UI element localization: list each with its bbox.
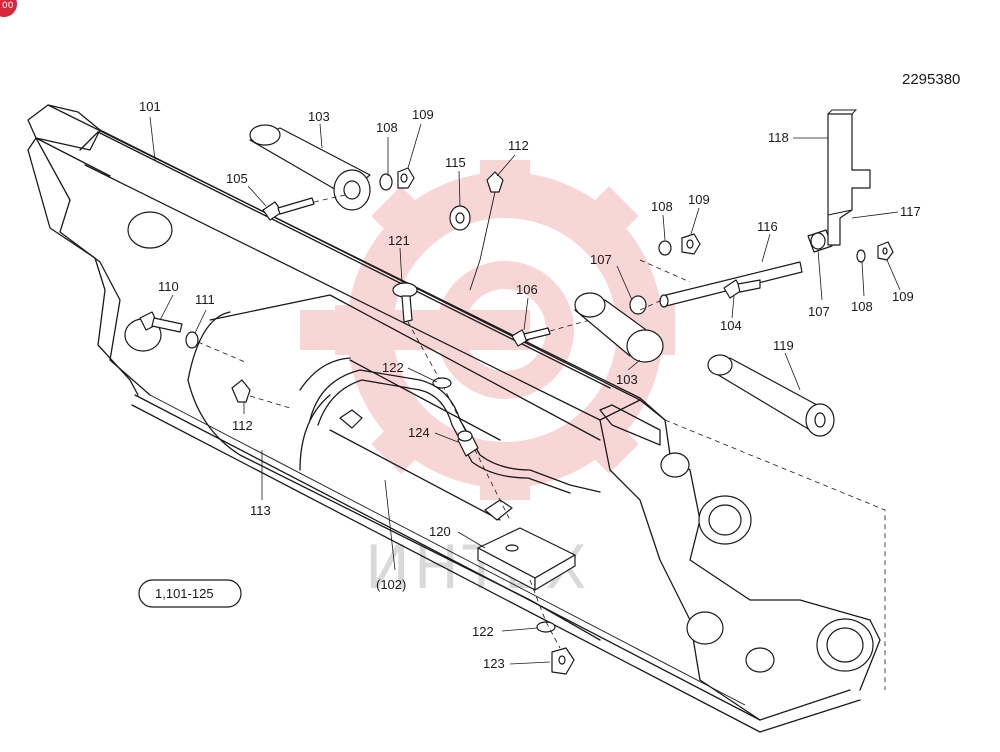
callout-119: 119 [773,338,794,353]
cylinder-119 [707,354,835,437]
callout-124: 124 [408,425,430,440]
spacer-124 [457,430,479,457]
callout-122-bottom: 122 [472,624,494,639]
boom-body [27,104,881,733]
callout-111: 111 [195,292,215,307]
callout-112-upper: 112 [508,138,529,153]
reference-oval-text: 1,101-125 [155,586,214,601]
corner-badge-text: 00 [2,1,14,11]
nut-123 [551,647,575,675]
bolt-106 [511,319,591,347]
screw-121 [392,282,511,521]
callout-103-upper: 103 [308,109,330,124]
nut-109-upper [397,167,415,189]
callout-112-lower: 112 [232,418,253,433]
callout-101: 101 [139,99,161,114]
grease-nipple-112-lower [231,379,291,409]
callout-102: (102) [376,577,406,592]
callout-106: 106 [516,282,538,297]
washer-111 [185,331,199,349]
callout-105: 105 [226,171,248,186]
callout-110: 110 [158,279,179,294]
callout-107-left: 107 [590,252,612,267]
nut-109-mid [681,233,701,255]
callout-121: 121 [388,233,410,248]
callout-116: 116 [757,219,778,234]
screw-104 [723,279,761,299]
callout-109-right: 109 [892,289,914,304]
callout-113: 113 [250,503,271,518]
callout-108-right: 108 [851,299,873,314]
callout-115: 115 [445,155,466,170]
callout-120: 120 [429,524,451,539]
bolt-110 [139,311,183,333]
callout-108-upper: 108 [376,120,398,135]
callout-108-mid: 108 [651,199,673,214]
washer-108-upper [379,173,393,191]
callout-122-mid: 122 [382,360,404,375]
pin-103-lower [574,292,664,363]
grease-nipple-112-upper [469,171,504,291]
pin-103-upper [249,124,371,211]
callout-107-right: 107 [808,304,830,319]
bolt-105 [262,194,346,221]
callout-123: 123 [483,656,505,671]
boundary-dashed-line [664,419,886,690]
bushing-107-left [629,295,647,315]
axis-110-dashed [197,341,246,363]
washer-122-mid [432,377,452,389]
callout-103-lower: 103 [616,372,638,387]
reference-oval: 1,101-125 [138,579,242,608]
axis-120-dashed [529,579,561,649]
bushing-115 [449,205,471,231]
callout-109-mid: 109 [688,192,710,207]
washer-122-bottom [536,621,556,633]
callout-104: 104 [720,318,742,333]
rod-116 [639,259,803,311]
document-number: 2295380 [902,71,960,88]
callout-117: 117 [900,204,921,219]
corner-badge: 00 [0,0,17,17]
callout-118: 118 [768,130,789,145]
leader-lines [149,116,901,665]
callout-109-upper: 109 [412,107,434,122]
washer-108-right [856,249,866,263]
washer-108-mid [658,240,672,256]
nut-109-right [877,241,894,261]
bushing-107-right [807,229,833,253]
bracket-117-118 [827,109,871,246]
